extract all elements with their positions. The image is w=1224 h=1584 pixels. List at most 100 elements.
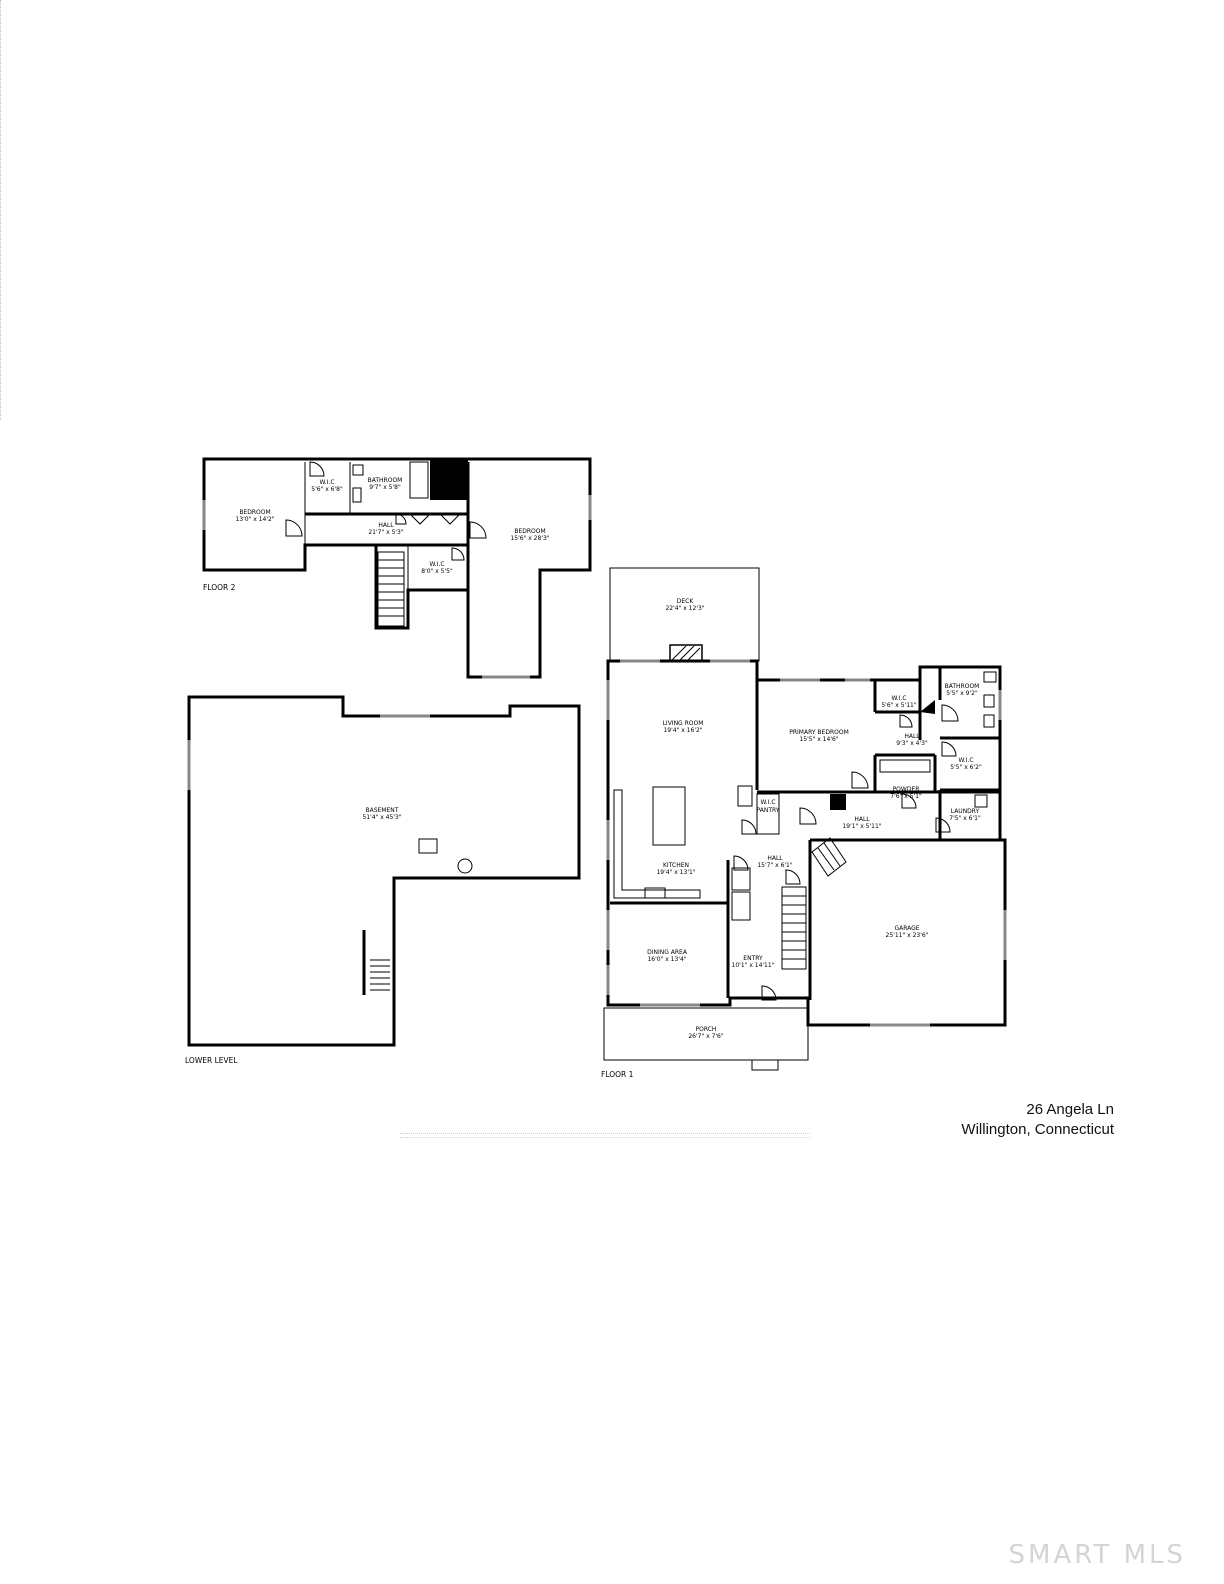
room-dimensions: 19'1" x 5'11" [842, 823, 881, 830]
room-dimensions: 5'5" x 9'2" [946, 690, 978, 697]
washer [974, 794, 988, 808]
door-swing [451, 547, 465, 561]
room-dimensions: 10'1" x 14'11" [732, 962, 775, 969]
room-name: W.I.C [429, 561, 444, 568]
faint-scan-line [400, 1133, 810, 1138]
room-name: DECK [677, 598, 695, 605]
room-name: PRIMARY BEDROOM [789, 729, 849, 736]
room-name: LAUNDRY [951, 808, 980, 815]
vanity [352, 487, 362, 503]
closet [731, 891, 751, 921]
bathtub [409, 461, 429, 499]
door-swing [741, 819, 757, 835]
smart-mls-watermark: SMART MLS [1008, 1540, 1186, 1570]
door-swing [941, 704, 959, 722]
sink [983, 694, 995, 708]
floor-2-plan: BEDROOM 13'0" x 14'2" W.I.C 5'6" x 6'8" … [202, 457, 592, 679]
room-dimensions: 5'6" x 6'8" [311, 486, 343, 493]
room-dimensions: 22'4" x 12'3" [665, 605, 704, 612]
door-swing [899, 714, 913, 728]
refrigerator [737, 785, 753, 807]
floor-1-outline [606, 659, 1007, 1027]
door-swing [901, 793, 917, 809]
lower-level-stairs [362, 930, 390, 995]
door-swing [935, 817, 951, 833]
chimney-block [430, 460, 468, 500]
room-name: BATHROOM [945, 683, 980, 690]
room-name: HALL [378, 522, 394, 529]
door-swing [285, 519, 303, 537]
room-dimensions: 15'7" x 6'1" [757, 862, 793, 869]
fireplace-hatch [687, 647, 701, 661]
address-street: 26 Angela Ln [1026, 1101, 1114, 1118]
room-dimensions: 5'6" x 5'11" [881, 702, 917, 709]
room-dimensions: 21'7" x 5'3" [368, 529, 404, 536]
door-swing [309, 461, 325, 477]
kitchen-island [652, 786, 686, 846]
room-name: W.I.C [760, 799, 775, 806]
room-dimensions: 26'7" x 7'6" [688, 1033, 724, 1040]
room-dimensions: 9'3" x 4'3" [896, 740, 928, 747]
door-swing [761, 985, 777, 1001]
room-name: LIVING ROOM [663, 720, 704, 727]
address-city-state: Willington, Connecticut [961, 1121, 1114, 1138]
room-name: W.I.C [319, 479, 334, 486]
scan-edge [0, 0, 3, 420]
room-dimensions: 25'11" x 23'6" [886, 932, 929, 939]
room-name: W.I.C [891, 695, 906, 702]
garage-steps [811, 837, 847, 877]
room-dimensions: 19'4" x 16'2" [663, 727, 702, 734]
fireplace-hatch [671, 645, 687, 661]
closet [731, 867, 751, 891]
toilet [983, 671, 997, 683]
room-name: BEDROOM [239, 509, 270, 516]
sink [983, 714, 995, 728]
porch-outline [603, 1007, 809, 1061]
door-swing [785, 869, 801, 885]
chimney-block [830, 794, 846, 810]
floor-1-stairs [781, 886, 807, 970]
toilet [352, 464, 364, 476]
room-name: DINING AREA [647, 949, 688, 956]
room-dimensions: 15'5" x 14'6" [799, 736, 838, 743]
lower-level-outline [187, 695, 581, 1047]
porch-step [751, 1059, 779, 1071]
pantry-outline [756, 793, 780, 835]
door-swing [941, 741, 957, 757]
door-swing [469, 521, 487, 539]
fireplace-hatch [679, 645, 695, 661]
floor-2-label: FLOOR 2 [203, 583, 236, 592]
room-name: HALL [767, 855, 783, 862]
room-name: KITCHEN [663, 862, 689, 869]
room-name: HALL [854, 816, 870, 823]
room-dimensions: 8'0" x 5'5" [421, 568, 453, 575]
room-dimensions: 16'0" x 13'4" [647, 956, 686, 963]
powder-vanity [879, 759, 931, 773]
room-dimensions: 51'4" x 45'3" [362, 814, 401, 821]
floor-1-plan: DECK 22'4" x 12'3" LIVING ROOM 19'4" x 1… [601, 567, 1007, 1079]
water-heater [457, 858, 473, 874]
range [644, 887, 666, 899]
room-name: POWDER [893, 786, 920, 793]
closet-doors [409, 513, 461, 525]
room-dimensions: 19'4" x 13'1" [656, 869, 695, 876]
floor-2-stairs [377, 551, 405, 627]
lower-level-plan: BASEMENT 51'4" x 45'3" LOWER LEVEL [185, 695, 581, 1065]
closet-marker [920, 700, 935, 714]
room-name: ENTRY [743, 955, 763, 962]
door-swing [733, 855, 749, 871]
property-address: 26 Angela Ln Willington, Connecticut [961, 1100, 1114, 1140]
door-swing [851, 771, 869, 789]
room-name: BEDROOM [514, 528, 545, 535]
room-dimensions: 9'7" x 5'8" [369, 484, 401, 491]
mechanical-unit [418, 838, 438, 854]
door-swing [799, 807, 817, 825]
room-dimensions: 7'5" x 6'1" [949, 815, 981, 822]
room-dimensions: 5'5" x 6'2" [950, 764, 982, 771]
room-name: W.I.C [958, 757, 973, 764]
fireplace [669, 644, 703, 662]
room-name: HALL [904, 733, 920, 740]
room-dimensions: 13'0" x 14'2" [235, 516, 274, 523]
room-name: GARAGE [894, 925, 919, 932]
